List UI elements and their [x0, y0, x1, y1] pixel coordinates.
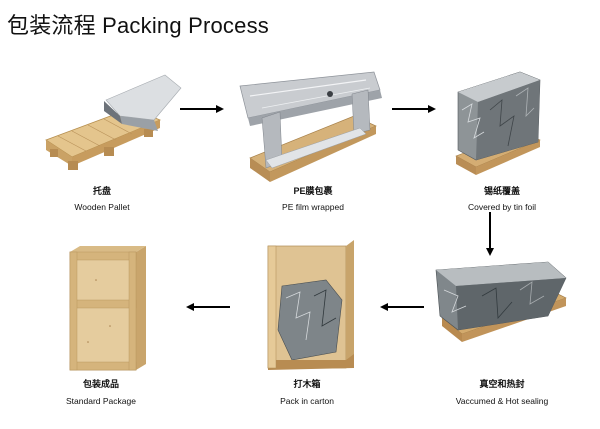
step-label-en: PE film wrapped: [282, 202, 344, 212]
arrow-right-icon: [392, 105, 436, 113]
step-label-en: Wooden Pallet: [74, 202, 130, 212]
step-label-cn: 包装成品: [82, 379, 119, 389]
step-label-cn: 打木箱: [293, 379, 321, 389]
step-label-cn: 托盘: [92, 186, 111, 196]
arrow-left-icon: [380, 303, 424, 311]
step-label-en: Pack in carton: [280, 396, 334, 406]
step-label-cn: PE膜包裹: [293, 186, 333, 196]
arrow-left-icon: [186, 303, 230, 311]
arrow-down-icon: [486, 212, 494, 256]
arrow-right-icon: [180, 105, 224, 113]
step-label-cn: 真空和热封: [479, 379, 525, 389]
step-label-en: Standard Package: [66, 396, 136, 406]
step-label-en: Vaccumed & Hot sealing: [455, 396, 549, 406]
step-label-en: Covered by tin foil: [467, 202, 537, 212]
step-label-cn: 锡纸覆盖: [483, 186, 520, 196]
page-title: 包装流程 Packing Process: [7, 13, 269, 38]
